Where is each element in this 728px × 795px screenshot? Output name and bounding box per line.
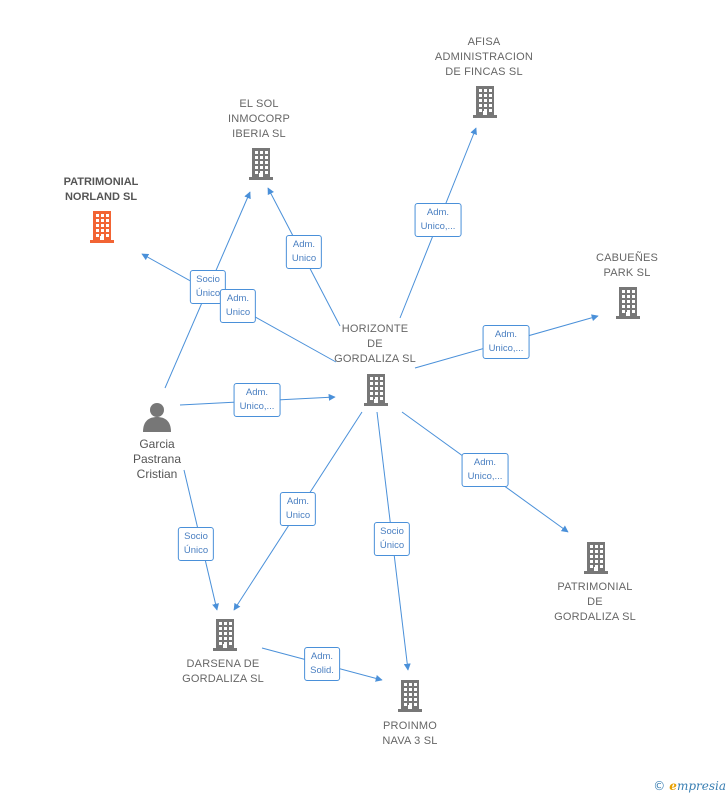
proinmo-building-icon[interactable] (398, 680, 422, 712)
node-label-afisa[interactable]: AFISA ADMINISTRACION DE FINCAS SL (434, 36, 534, 78)
edge-label-horizonte-darsena[interactable]: Adm.Unico (279, 492, 317, 526)
edge-label-darsena-proinmo[interactable]: Adm.Solid. (304, 647, 340, 681)
empresia-logo[interactable]: ©empresia (653, 779, 726, 793)
darsena-building-icon[interactable] (213, 619, 237, 651)
el-sol-building-icon[interactable] (249, 148, 273, 180)
afisa-building-icon[interactable] (473, 86, 497, 118)
edge-label-horizonte-cabuenes[interactable]: Adm.Unico,... (482, 325, 530, 359)
edge-label-horizonte-afisa[interactable]: Adm.Unico,... (414, 203, 462, 237)
node-label-cabuenes[interactable]: CABUEÑES PARK SL (595, 252, 659, 279)
edge-label-garcia-horizonte[interactable]: Adm.Unico,... (233, 383, 281, 417)
copyright-icon: © (653, 779, 666, 793)
horizonte-building-icon[interactable] (364, 374, 388, 406)
icons-layer (90, 86, 640, 712)
node-label-el-sol[interactable]: EL SOL INMOCORP IBERIA SL (227, 98, 291, 140)
edge-label-horizonte-elsol[interactable]: Adm.Unico (285, 235, 323, 269)
node-label-patrimonial-gordaliza[interactable]: PATRIMONIAL DE GORDALIZA SL (554, 581, 636, 623)
cabuenes-building-icon[interactable] (616, 287, 640, 319)
node-label-proinmo[interactable]: PROINMO NAVA 3 SL (382, 720, 438, 747)
garcia-person-icon[interactable] (143, 403, 171, 432)
patrimonial-gordaliza-building-icon[interactable] (584, 542, 608, 574)
edge-label-horizonte-patgordaliza[interactable]: Adm.Unico,... (461, 453, 509, 487)
node-label-garcia[interactable]: Garcia Pastrana Cristian (132, 437, 182, 481)
node-label-patrimonial-norland[interactable]: PATRIMONIAL NORLAND SL (63, 176, 139, 203)
node-label-darsena[interactable]: DARSENA DE GORDALIZA SL (182, 658, 264, 685)
edge-label-horizonte-norland[interactable]: Adm.Unico (219, 289, 257, 323)
patrimonial-norland-building-icon[interactable] (90, 211, 114, 243)
node-label-horizonte[interactable]: HORIZONTE DE GORDALIZA SL (334, 323, 416, 365)
